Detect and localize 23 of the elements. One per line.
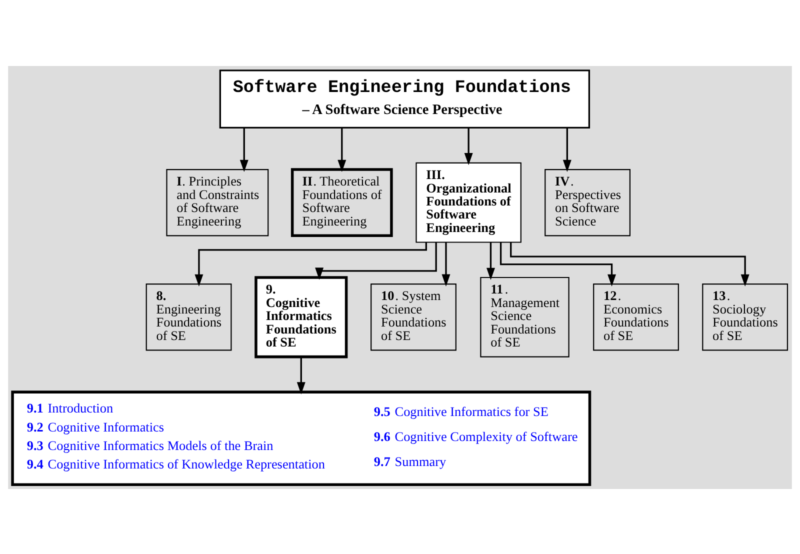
node-box: 11. Management Science Foundations of SE bbox=[480, 276, 570, 357]
arrow bbox=[464, 127, 473, 165]
node-box: 9.1 Introduction 9.2 Cognitive Informatics 9.3 Cognitive Informatics Models of the Brain 9.4 Cognitive Informatics of Knowledge Representation 9.5 Cognitive Informatics for SE 9.6 Cognitive Complexity of Software 9.7 Summary bbox=[11, 390, 592, 486]
arrow bbox=[338, 127, 346, 172]
node-box: 9. Cognitive Informatics Foundations of SE bbox=[254, 276, 348, 358]
node-box: 12. Economics Foundations of SE bbox=[593, 283, 679, 350]
arrow bbox=[315, 242, 437, 280]
node-box: 13. Sociology Foundations of SE bbox=[702, 283, 788, 350]
arrow bbox=[510, 242, 750, 286]
arrow bbox=[442, 242, 450, 286]
node-box: 8. Engineering Foundations of SE bbox=[146, 283, 232, 350]
node-box: I. Principles and Constraints of Software Engineering bbox=[166, 168, 269, 236]
node-box: IV. Perspectives on Software Science bbox=[544, 168, 630, 236]
node-box: Software Engineering Foundations – A Software Science Perspective bbox=[219, 69, 590, 128]
arrow bbox=[500, 242, 616, 286]
node-box: III. Organizational Foundations of Software Engineering bbox=[416, 162, 522, 242]
arrow bbox=[562, 127, 572, 172]
arrow bbox=[240, 127, 248, 172]
arrow bbox=[296, 356, 306, 394]
arrow bbox=[194, 242, 427, 286]
node-box: II. Theoretical Foundations of Software Engineering bbox=[290, 168, 393, 237]
arrow bbox=[486, 242, 495, 280]
node-box: 10. System Science Foundations of SE bbox=[370, 283, 456, 350]
